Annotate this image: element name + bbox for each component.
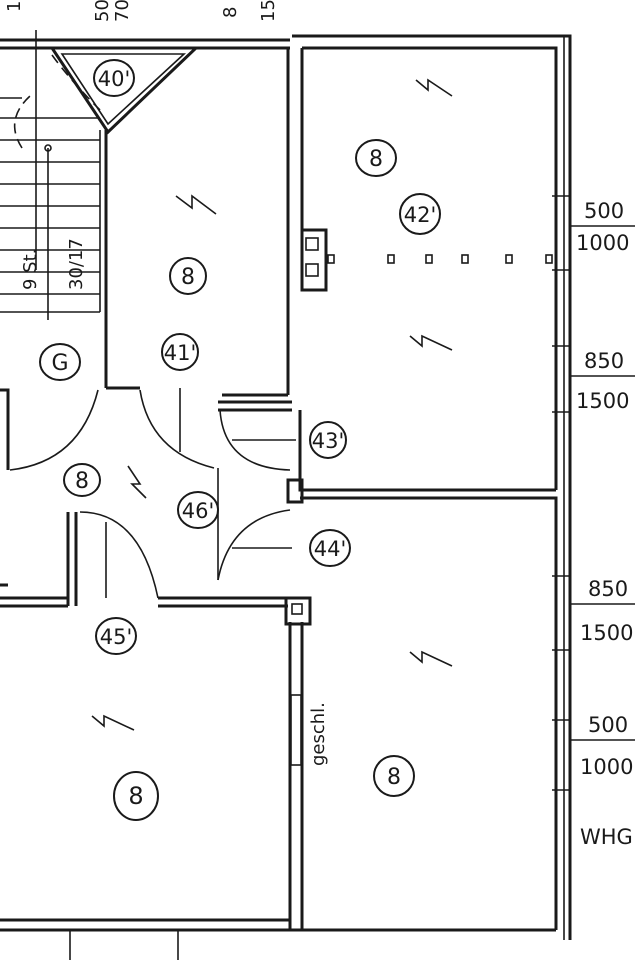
window-dimensions: 500 1000 850 1500 850 1500 500 1000 WHG [576,199,633,849]
room-tag-45 [95,617,137,655]
closet-40 [49,46,200,135]
class-tag-g: G [51,351,68,376]
room-tag-43 [309,421,347,459]
beam-markers [327,254,553,264]
window-3-bottom: 1500 [580,621,633,645]
stair-ratio: 30/17 [66,238,87,290]
window-3-top: 850 [588,577,628,601]
window-2-top: 850 [584,349,624,373]
electric-symbols [91,78,453,731]
room-tag-40 [93,59,135,97]
window-1-top: 500 [584,199,624,223]
top-mark-50: 50 [92,0,113,22]
door-swings [9,388,296,599]
staircase: 9 St. 30/17 [0,30,101,320]
class-tag-46: 8 [75,469,89,494]
room-tag-44 [309,529,351,567]
svg-text:45': 45' [100,625,133,649]
window-4-top: 500 [588,713,628,737]
window-1-bottom: 1000 [576,231,629,255]
room-tag-41 [161,333,199,371]
class-8-tags: 8 8 8 8 8 G [39,139,415,821]
svg-text:44': 44' [314,537,347,561]
window-4-bottom: 1000 [580,755,633,779]
window-markers [552,195,635,791]
whg-label: WHG [580,825,633,849]
svg-text:40': 40' [98,67,131,91]
room-tag-46 [177,491,219,529]
room-tags: 40' 41' 42' 43' 44' 45' 46' [93,59,441,655]
walls [0,34,572,960]
class-tag-45: 8 [128,782,143,810]
stair-label: 9 St. [20,249,41,290]
top-mark-12: 12 [4,0,25,12]
svg-text:42': 42' [404,203,437,227]
class-tag-42: 8 [369,147,383,172]
locked-label: geschl. [308,702,329,766]
svg-text:41': 41' [164,341,197,365]
room-tag-42 [399,193,441,235]
window-2-bottom: 1500 [576,389,629,413]
top-mark-8: 8 [220,7,241,18]
svg-text:46': 46' [182,499,215,523]
top-mark-15: 15 [258,0,279,22]
class-tag-44: 8 [387,765,401,790]
class-tag-41: 8 [181,265,195,290]
svg-text:43': 43' [312,429,345,453]
top-mark-70: 70 [112,0,133,22]
top-dimension-marks: 12 50 70 8 15 [4,0,279,22]
